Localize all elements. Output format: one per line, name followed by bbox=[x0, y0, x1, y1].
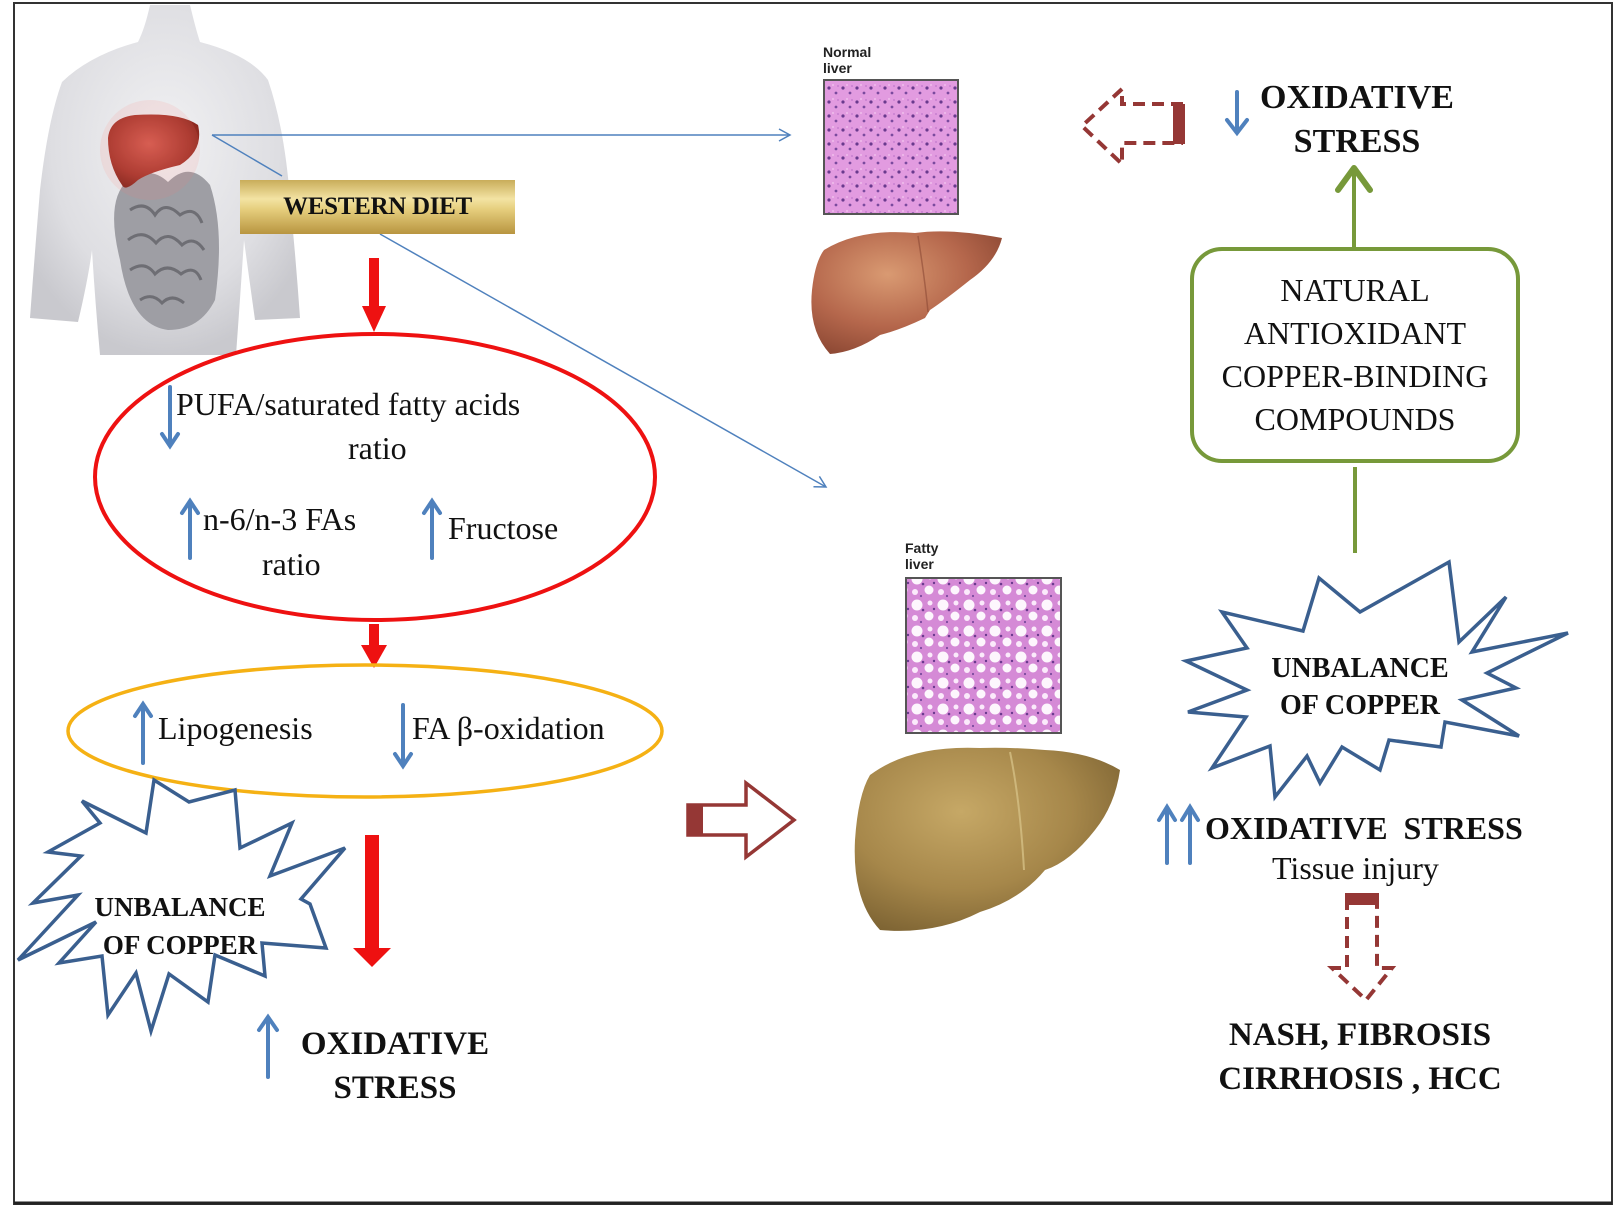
fatty-liver-histology-image bbox=[905, 577, 1062, 734]
right-starburst-shape bbox=[1180, 559, 1569, 802]
connector-diagonal-upper bbox=[211, 134, 283, 177]
red-arrow-ellipse-to-ellipse bbox=[361, 624, 387, 668]
fatty-liver-caption-line2: liver bbox=[905, 556, 934, 572]
arrow-down-icon bbox=[393, 703, 413, 770]
left-starburst-shape bbox=[16, 777, 347, 1038]
left-unbalance-line1: UNBALANCE bbox=[94, 892, 266, 922]
pufa-ratio-label: PUFA/saturated fatty acids bbox=[176, 386, 521, 422]
final-outcome-line1: NASH, FIBROSIS bbox=[1228, 1017, 1492, 1053]
arrow-up-icon bbox=[422, 497, 442, 560]
outline-arrow-right-icon bbox=[686, 779, 797, 861]
treatment-line4: COMPOUNDS bbox=[1254, 401, 1456, 437]
fatty-liver-organ-image bbox=[854, 747, 1120, 931]
n6-n3-ratio-label: n-6/n-3 FAs bbox=[203, 501, 357, 537]
dietary-factors-ellipse bbox=[93, 332, 657, 622]
n6-n3-ratio-label-line2: ratio bbox=[262, 546, 321, 582]
nash-fibrosis-cirrhosis-hcc-label: NASH, FIBROSIS CIRRHOSIS , HCC bbox=[1200, 1013, 1520, 1101]
top-oxidative-stress-label: OXIDATIVE STRESS bbox=[1252, 76, 1462, 164]
fructose-label: Fructose bbox=[448, 510, 559, 546]
left-oxidative-stress-label: OXIDATIVE STRESS bbox=[285, 1022, 505, 1110]
treatment-line2: ANTIOXIDANT bbox=[1243, 315, 1467, 351]
arrow-down-icon bbox=[160, 385, 180, 450]
fa-beta-oxidation-label: FA β-oxidation bbox=[412, 710, 605, 746]
red-arrow-diet-to-ellipse bbox=[362, 258, 386, 332]
fatty-liver-caption: Fatty liver bbox=[905, 540, 938, 572]
left-oxidative-line2: STRESS bbox=[333, 1070, 457, 1106]
normal-liver-caption: Normal liver bbox=[823, 44, 871, 76]
double-arrow-up-icon bbox=[1157, 803, 1200, 865]
metabolic-effects-ellipse bbox=[66, 663, 664, 799]
final-outcome-line2: CIRRHOSIS , HCC bbox=[1218, 1061, 1502, 1097]
dashed-arrow-down-icon bbox=[1326, 898, 1397, 1003]
natural-antioxidant-box: NATURAL ANTIOXIDANT COPPER-BINDING COMPO… bbox=[1190, 247, 1520, 463]
left-oxidative-line1: OXIDATIVE bbox=[300, 1026, 490, 1062]
arrow-down-icon bbox=[1225, 90, 1249, 137]
left-unbalance-line2: OF COPPER bbox=[102, 930, 258, 960]
lipogenesis-label: Lipogenesis bbox=[158, 710, 313, 746]
connector-to-fatty-liver bbox=[379, 233, 828, 488]
human-body-illustration bbox=[30, 5, 300, 355]
tissue-injury-label: Tissue injury bbox=[1272, 850, 1439, 886]
fatty-liver-caption-line1: Fatty bbox=[905, 540, 939, 556]
right-oxidative-stress-label: OXIDATIVE STRESS bbox=[1205, 810, 1523, 846]
arrow-up-icon bbox=[133, 700, 153, 765]
treatment-line1: NATURAL bbox=[1280, 272, 1430, 308]
top-oxidative-line1: OXIDATIVE bbox=[1260, 79, 1454, 116]
arrow-up-icon bbox=[180, 497, 200, 560]
normal-liver-caption-line2: liver bbox=[823, 60, 852, 76]
left-unbalance-copper-label: UNBALANCE OF COPPER bbox=[70, 888, 290, 964]
green-arrow-up-icon bbox=[1335, 165, 1373, 247]
right-unbalance-copper-label: UNBALANCE OF COPPER bbox=[1250, 650, 1470, 724]
treatment-line3: COPPER-BINDING bbox=[1221, 358, 1489, 394]
right-unbalance-line2: OF COPPER bbox=[1280, 690, 1440, 721]
right-unbalance-line1: UNBALANCE bbox=[1271, 653, 1449, 684]
normal-liver-organ-image bbox=[811, 231, 1002, 354]
normal-liver-histology-image bbox=[823, 79, 959, 215]
normal-liver-caption-line1: Normal bbox=[823, 44, 872, 60]
top-oxidative-line2: STRESS bbox=[1293, 123, 1421, 160]
pufa-ratio-label-line2: ratio bbox=[348, 430, 407, 466]
western-diet-label: WESTERN DIET bbox=[240, 180, 515, 234]
dashed-arrow-left-icon bbox=[1079, 84, 1183, 169]
red-arrow-to-oxidative-stress bbox=[353, 835, 391, 967]
arrow-up-icon bbox=[257, 1013, 279, 1079]
